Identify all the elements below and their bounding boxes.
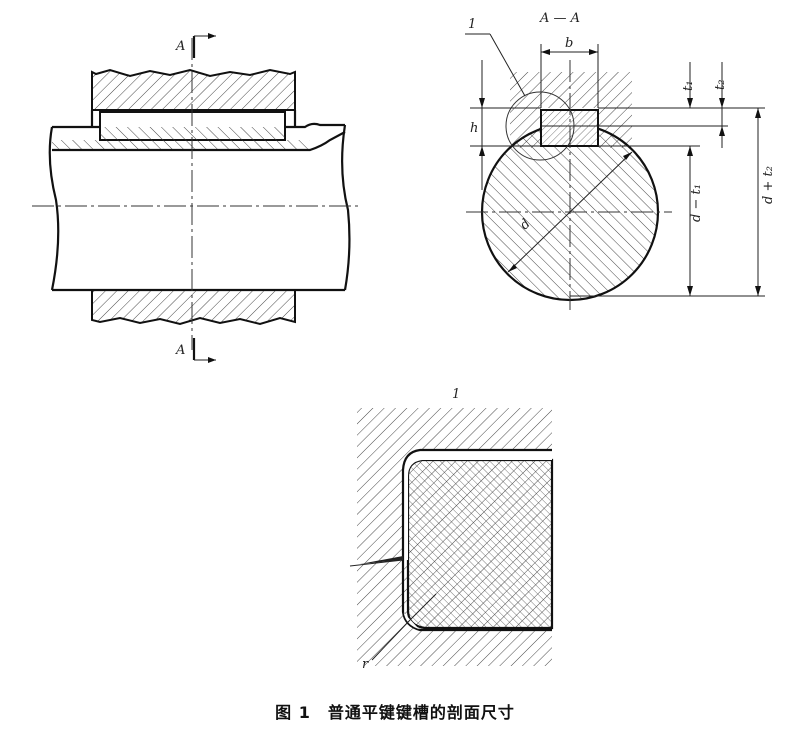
detail-ref-label: 1 bbox=[468, 17, 476, 32]
hub-bottom bbox=[91, 289, 296, 326]
section-arrow-top: A bbox=[175, 33, 216, 58]
shaft-keyway-strip bbox=[52, 127, 310, 150]
section-arrow-bottom: A bbox=[175, 338, 216, 363]
detail-key bbox=[406, 458, 554, 630]
longitudinal-view: A A bbox=[32, 33, 360, 363]
section-title: A — A bbox=[539, 11, 580, 26]
dim-b: b bbox=[565, 36, 573, 51]
section-label-bottom: A bbox=[175, 343, 185, 358]
hub-top bbox=[91, 68, 296, 111]
dim-d-plus-t2: d + t₂ bbox=[761, 166, 776, 204]
detail-title: 1 bbox=[452, 387, 460, 402]
detail-circle bbox=[505, 91, 575, 161]
detail-view: 1 r bbox=[349, 387, 554, 672]
dim-h: h bbox=[470, 121, 478, 136]
shaft-outline bbox=[52, 122, 346, 152]
section-label-top: A bbox=[175, 39, 185, 54]
dim-t2: t₂ bbox=[713, 80, 728, 90]
radius-label: r bbox=[362, 657, 369, 672]
figure-caption: 图 1 普通平键键槽的剖面尺寸 bbox=[275, 703, 515, 722]
cross-section-view: A — A 1 d b bbox=[465, 11, 776, 310]
dim-t1: t₁ bbox=[681, 81, 696, 91]
dim-d-minus-t1: d − t₁ bbox=[689, 184, 704, 222]
